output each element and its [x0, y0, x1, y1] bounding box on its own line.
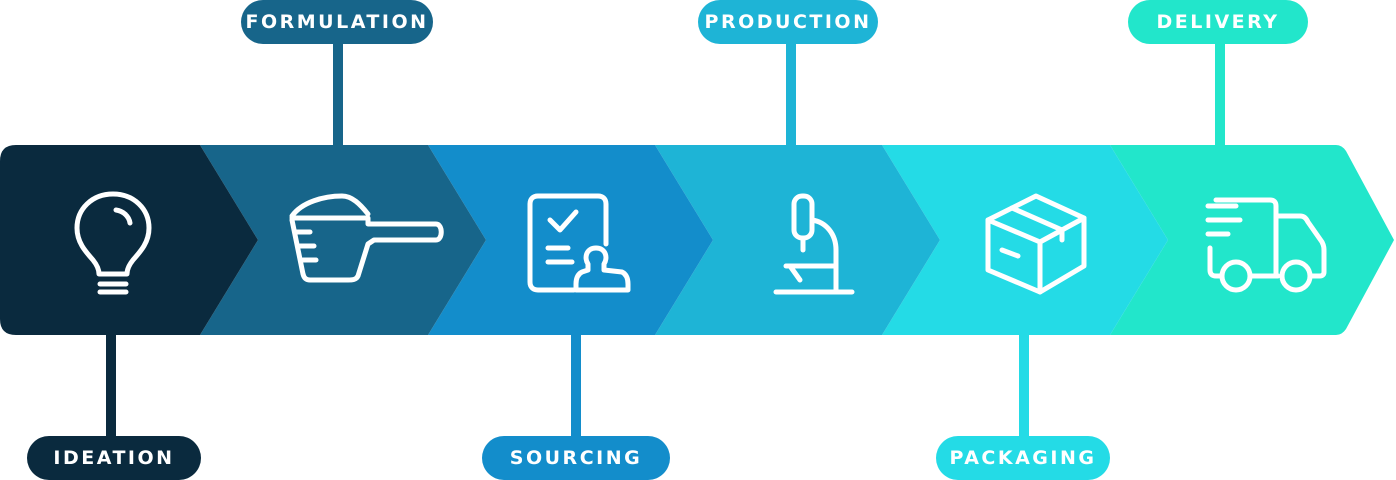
stage-label-production: PRODUCTION	[698, 0, 878, 44]
stage-label-delivery: DELIVERY	[1128, 0, 1308, 44]
stage-segment-formulation	[200, 145, 486, 335]
connector-packaging	[1019, 334, 1029, 438]
clipboard-approval-icon	[527, 193, 631, 293]
connector-production	[786, 42, 796, 146]
stage-label-formulation: FORMULATION	[241, 0, 433, 44]
lightbulb-icon	[74, 191, 152, 295]
delivery-truck-icon	[1205, 197, 1327, 293]
measuring-scoop-icon	[289, 193, 444, 283]
connector-delivery	[1215, 42, 1225, 146]
package-box-icon	[985, 193, 1087, 295]
connector-ideation	[106, 334, 116, 438]
stage-label-packaging: PACKAGING	[936, 436, 1110, 480]
stage-label-sourcing: SOURCING	[482, 436, 670, 480]
stage-segment-production	[655, 145, 940, 335]
connector-sourcing	[571, 334, 581, 438]
microscope-icon	[773, 193, 855, 295]
connector-formulation	[333, 42, 343, 146]
stage-segment-sourcing	[428, 145, 713, 335]
stage-segment-ideation	[0, 145, 258, 335]
stage-segment-delivery	[1110, 145, 1394, 335]
stage-segment-packaging	[882, 145, 1168, 335]
stage-label-ideation: IDEATION	[27, 436, 201, 480]
